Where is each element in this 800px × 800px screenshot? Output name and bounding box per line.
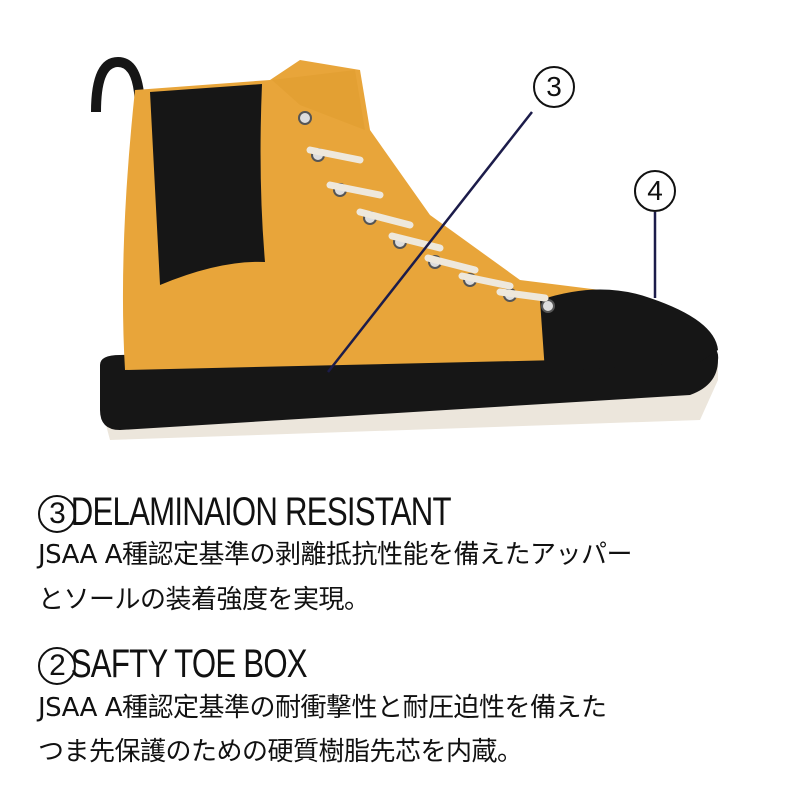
section-2-number: 2	[38, 647, 76, 686]
section-3-line-2: とソールの装着強度を実現。	[38, 585, 370, 615]
callout-3-line	[327, 111, 533, 373]
callout-4-marker: 4	[634, 170, 676, 212]
section-2-title: SAFTY TOE BOX	[70, 642, 308, 686]
callout-3-marker: 3	[533, 66, 575, 108]
section-2-line-2: つま先保護のための硬質樹脂先芯を内蔵。	[38, 737, 523, 767]
section-3-number: 3	[38, 495, 76, 534]
section-3-line-1: JSAA A種認定基準の剥離抵抗性能を備えたアッパー	[38, 540, 633, 570]
safety-boot-illustration	[91, 56, 719, 440]
section-2-line-1: JSAA A種認定基準の耐衝撃性と耐圧迫性を備えた	[38, 693, 607, 723]
section-3-title: DELAMINAION RESISTANT	[70, 490, 452, 534]
